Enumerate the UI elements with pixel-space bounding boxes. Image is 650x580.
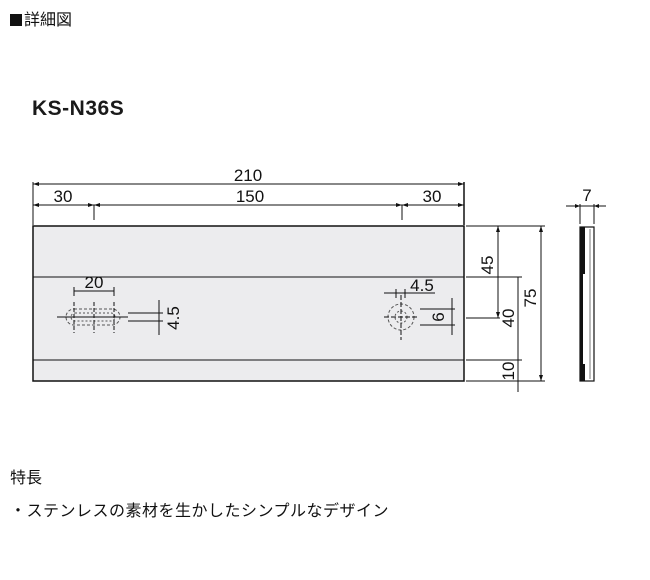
dim-hole-spacing: 150 [236, 187, 264, 206]
dim-top-band: 45 [478, 256, 497, 275]
dim-bottom-band: 10 [499, 362, 518, 381]
dim-overall-height: 75 [521, 289, 540, 308]
feature-item: ・ステンレスの素材を生かしたシンプルなデザイン [10, 501, 390, 520]
section-title: 詳細図 [10, 10, 72, 30]
dim-hole-diameter: 4.5 [410, 276, 434, 295]
dim-hole-center-height: 40 [499, 309, 518, 328]
features-title: 特長 [10, 468, 43, 487]
square-bullet-icon [10, 14, 22, 26]
model-number: KS-N36S [32, 97, 125, 120]
dim-slot-height: 4.5 [164, 306, 183, 330]
round-hole [384, 295, 418, 340]
plate-front-view [32, 225, 465, 382]
dim-slot-length: 20 [85, 273, 104, 292]
section-title-text: 詳細図 [24, 10, 73, 29]
dim-thickness: 7 [582, 186, 591, 205]
dim-countersink: 6 [429, 312, 448, 321]
dim-right-offset: 30 [423, 187, 442, 206]
dim-left-offset: 30 [54, 187, 73, 206]
dim-overall-width: 210 [234, 166, 262, 185]
slot-hole [57, 302, 128, 333]
plate-side-view [566, 204, 606, 382]
